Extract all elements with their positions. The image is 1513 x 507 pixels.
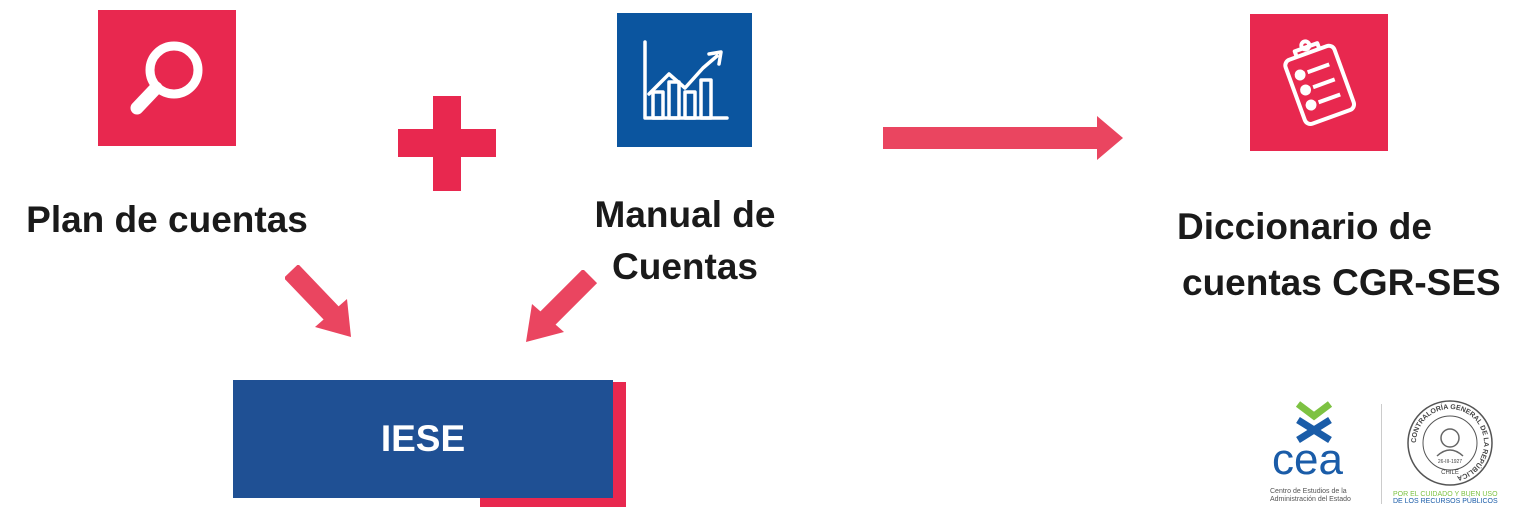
diccionario-label-line2: cuentas CGR-SES — [1182, 262, 1501, 303]
manual-de-cuentas-tile — [617, 13, 752, 147]
magnifier-icon — [130, 41, 203, 115]
cgr-tagline-line2: DE LOS RECURSOS PÚBLICOS — [1393, 498, 1498, 505]
plan-de-cuentas-label: Plan de cuentas — [26, 199, 308, 240]
cea-caption-line1: Centro de Estudios de la — [1270, 488, 1347, 495]
cea-caption-line2: Administración del Estado — [1270, 496, 1351, 503]
cgr-date: 26-III-1927 — [1438, 459, 1462, 465]
cea-logo: cea Centro de Estudios de la Administrac… — [1268, 400, 1376, 507]
arrow-down-left-icon — [526, 270, 598, 342]
chart-trend-icon — [642, 40, 729, 120]
clipboard-list-icon — [1283, 38, 1357, 126]
plan-de-cuentas-tile — [98, 10, 236, 146]
arrow-right-icon — [883, 116, 1123, 160]
cgr-tagline-line1: POR EL CUIDADO Y BUEN USO — [1393, 491, 1498, 498]
cea-emblem-icon — [1295, 401, 1333, 443]
arrow-down-right-icon — [285, 265, 351, 337]
cgr-country: CHILE — [1441, 470, 1459, 476]
iese-label: IESE — [380, 418, 466, 459]
diccionario-label-line1: Diccionario de — [1177, 206, 1432, 247]
cea-wordmark: cea — [1272, 435, 1343, 484]
logo-divider — [1381, 404, 1382, 504]
iese-box: IESE — [233, 380, 613, 498]
diccionario-tile — [1250, 14, 1388, 151]
manual-de-cuentas-label-line1: Manual de — [594, 194, 776, 235]
cgr-logo: CONTRALORÍA GENERAL DE LA REPÚBLICA 26-I… — [1387, 398, 1513, 507]
manual-de-cuentas-label-line2: Cuentas — [612, 246, 758, 287]
cgr-seal-icon: CONTRALORÍA GENERAL DE LA REPÚBLICA 26-I… — [1407, 400, 1493, 486]
plus-icon — [398, 96, 496, 191]
